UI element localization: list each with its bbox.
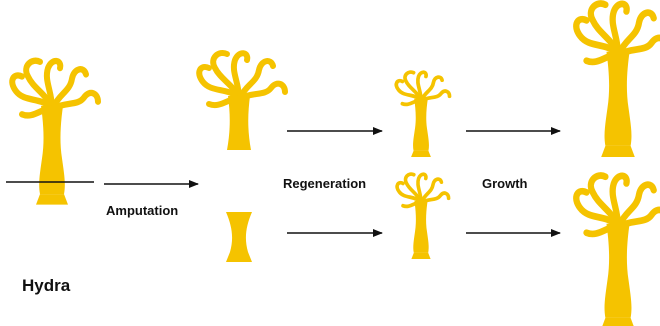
hydra-regenerated-small-bottom: [397, 174, 448, 259]
hydra-foot-fragment: [226, 212, 252, 262]
growth-label: Growth: [482, 176, 528, 191]
hydra-grown-top: [576, 4, 660, 157]
organism-label: Hydra: [22, 276, 71, 295]
hydra-regenerated-small-top: [396, 72, 449, 157]
hydra-original: [12, 61, 98, 205]
hydra-head-fragment: [199, 53, 285, 150]
amputation-label: Amputation: [106, 203, 179, 218]
hydra-grown-bottom: [576, 176, 660, 326]
regeneration-label: Regeneration: [283, 176, 367, 191]
